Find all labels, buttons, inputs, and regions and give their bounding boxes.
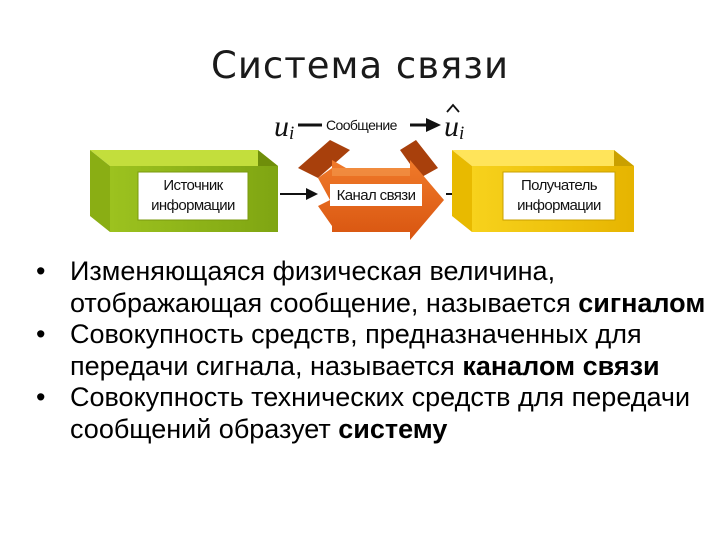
svg-text:u: u bbox=[274, 110, 289, 143]
channel-label: Канал связи bbox=[337, 187, 416, 204]
bullet-item: • Изменяющаяся физическая величина, отоб… bbox=[36, 256, 720, 319]
source-label-line1: Источник bbox=[163, 177, 223, 194]
bullet-mark: • bbox=[36, 256, 45, 288]
channel-shape: Канал связи bbox=[298, 140, 444, 240]
bullet-term: сигналом bbox=[578, 288, 705, 318]
input-symbol: u i bbox=[274, 110, 294, 144]
output-symbol: u i bbox=[444, 105, 464, 144]
svg-text:i: i bbox=[459, 123, 464, 144]
source-to-channel-arrowhead bbox=[306, 188, 318, 200]
communication-system-diagram: u i Сообщение u i Источник информации Ка… bbox=[0, 0, 720, 250]
svg-text:i: i bbox=[289, 123, 294, 144]
bullet-term: систему bbox=[338, 414, 447, 444]
svg-text:u: u bbox=[444, 110, 459, 143]
source-label-line2: информации bbox=[151, 197, 235, 214]
source-box: Источник информации bbox=[90, 150, 278, 232]
receiver-label-line2: информации bbox=[517, 197, 601, 214]
receiver-box: Получатель информации bbox=[452, 150, 634, 232]
bullet-text: Изменяющаяся физическая величина, отобра… bbox=[70, 256, 578, 318]
bullet-item: • Совокупность средств, предназначенных … bbox=[36, 319, 720, 382]
message-label: Сообщение bbox=[326, 117, 398, 133]
receiver-label-line1: Получатель bbox=[521, 177, 598, 194]
bullet-mark: • bbox=[36, 382, 45, 414]
bullet-term: каналом связи bbox=[462, 351, 659, 381]
output-arrowhead bbox=[426, 118, 441, 132]
bullet-item: • Совокупность технических средств для п… bbox=[36, 382, 720, 445]
bullet-mark: • bbox=[36, 319, 45, 351]
bullet-list: • Изменяющаяся физическая величина, отоб… bbox=[36, 256, 720, 445]
